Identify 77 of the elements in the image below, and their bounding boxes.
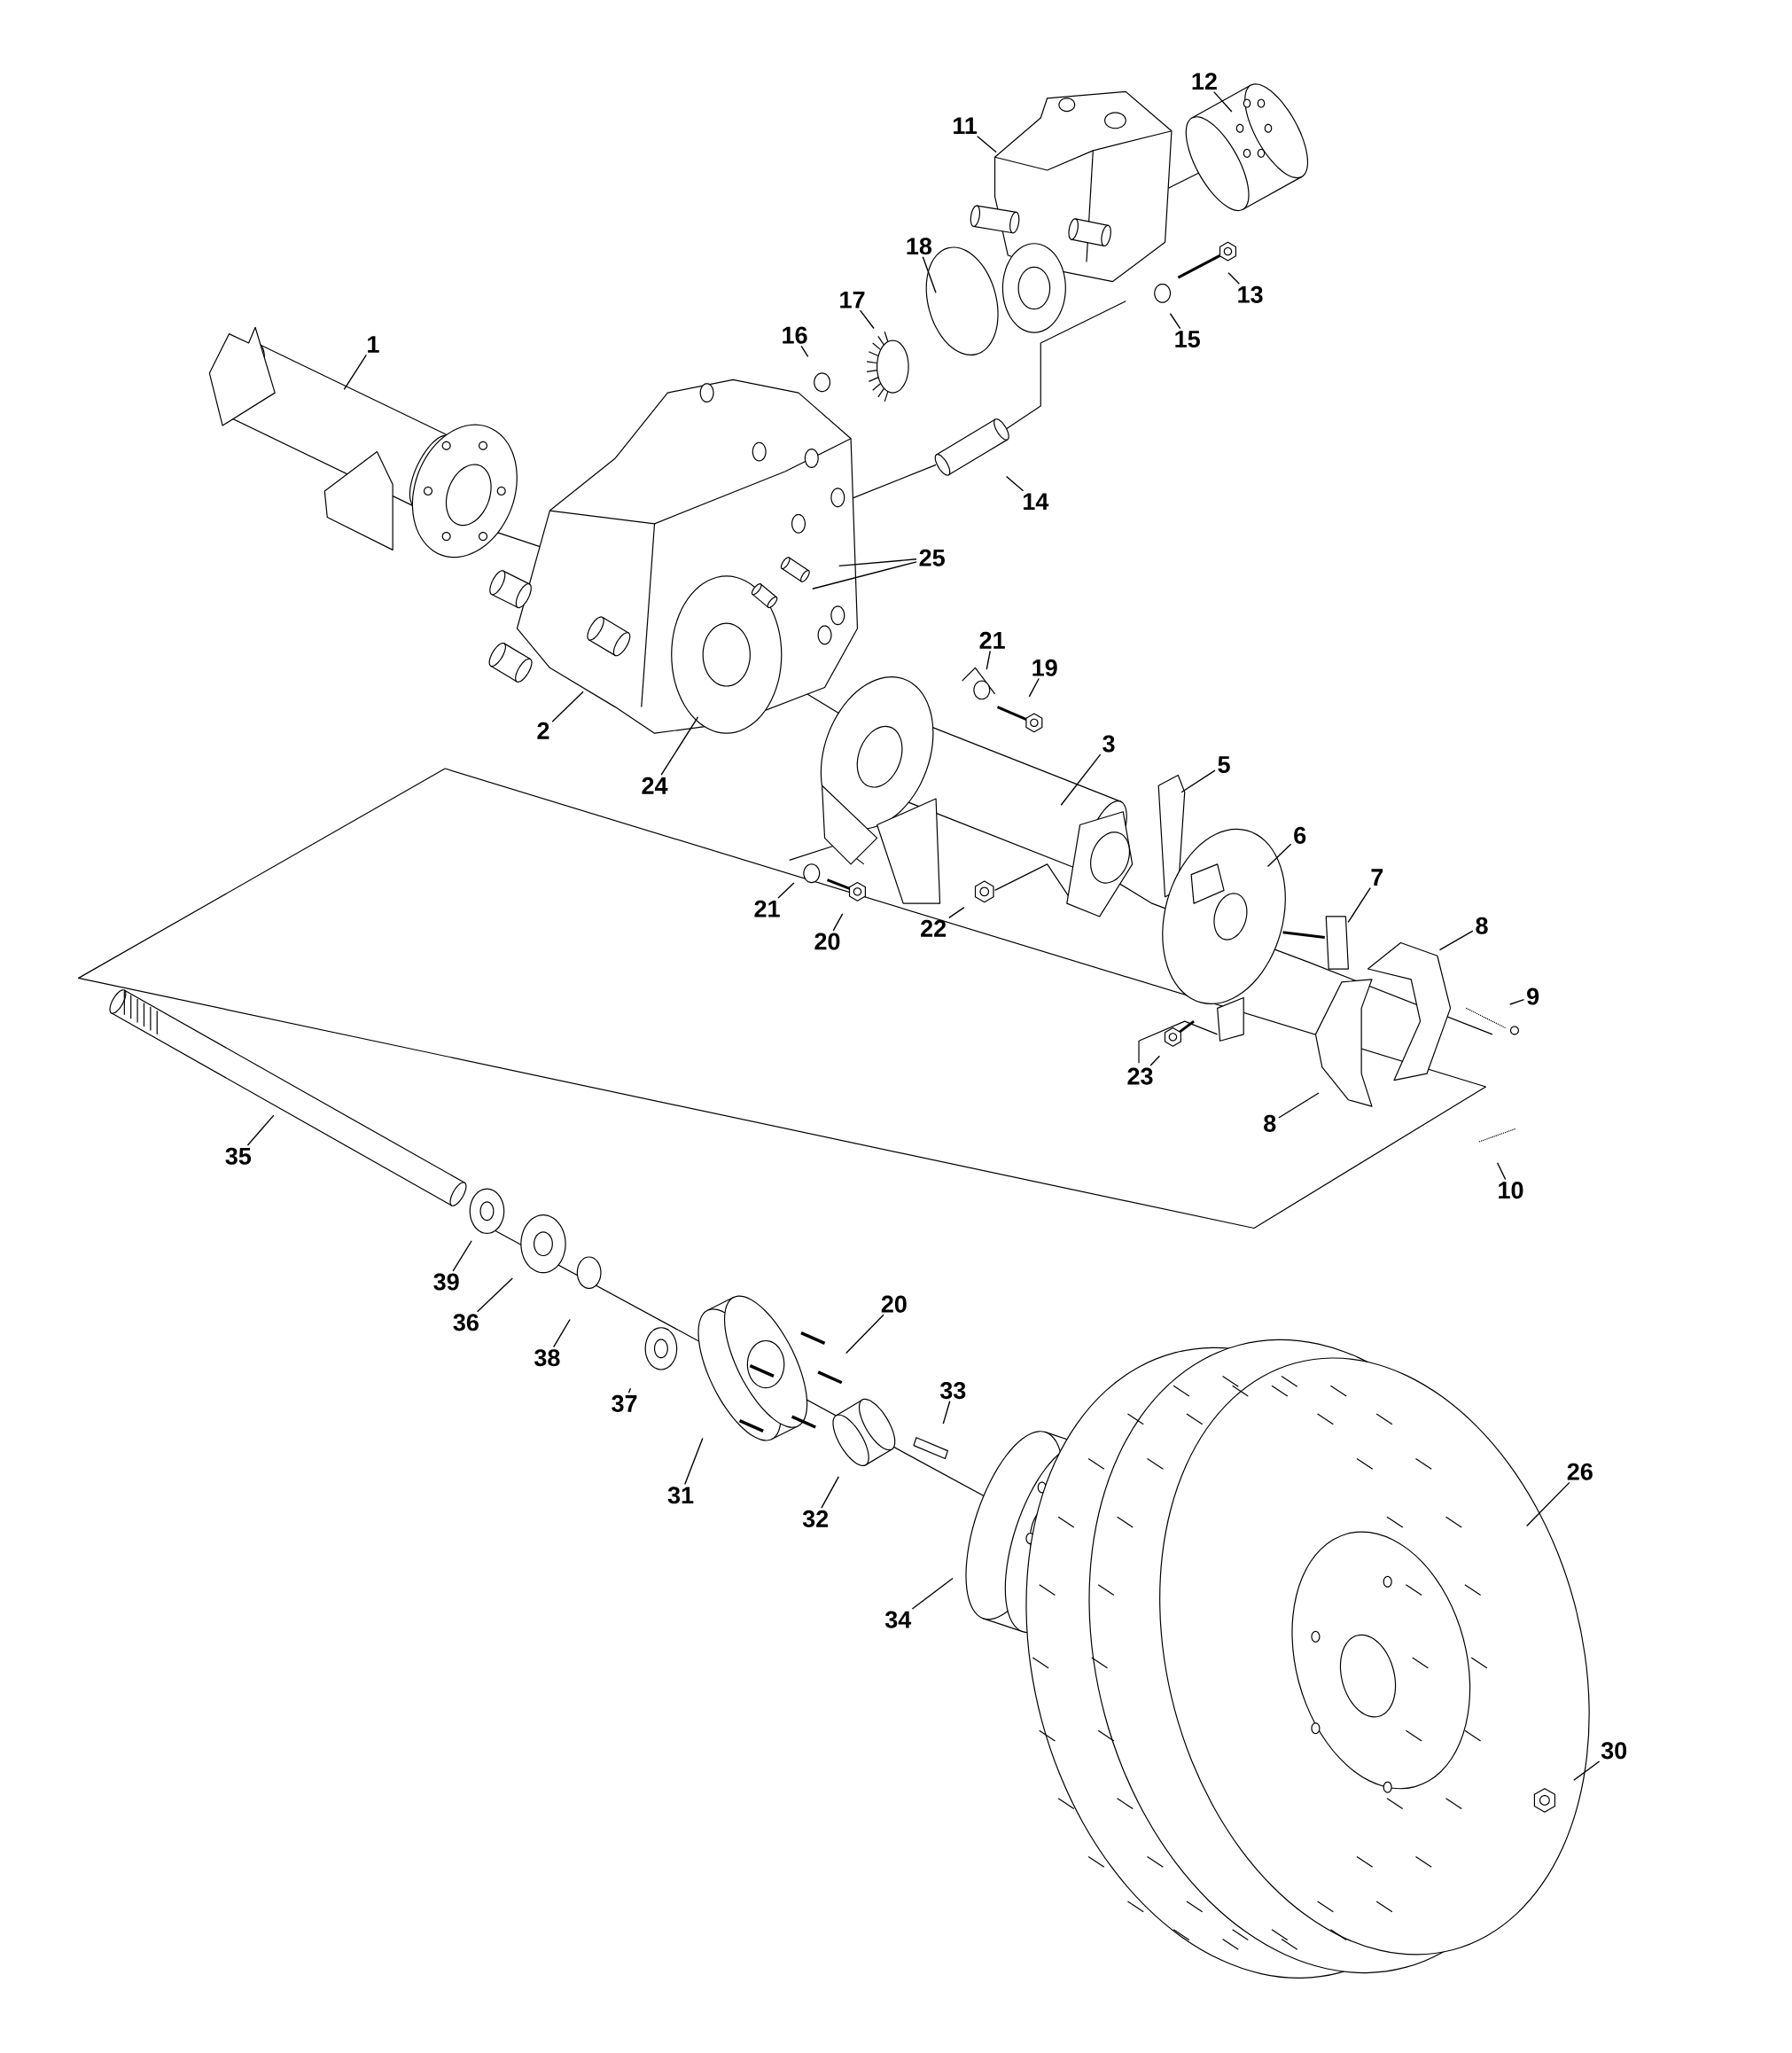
leader-line	[1525, 1481, 1570, 1527]
callout-number: 2	[537, 722, 549, 739]
leader-line	[832, 913, 844, 932]
leader-line	[452, 1240, 472, 1272]
callout-number: 20	[881, 1295, 907, 1313]
callout-number: 9	[1527, 987, 1539, 1005]
leader-line	[246, 1114, 275, 1146]
leader-line	[948, 906, 965, 918]
callout-number: 6	[1294, 826, 1306, 844]
callout-number: 35	[225, 1147, 252, 1165]
leader-line	[476, 1277, 513, 1313]
callout-number: 5	[1218, 756, 1230, 774]
leader-line	[1347, 886, 1371, 924]
leader-line	[821, 1476, 839, 1509]
leader-line	[1060, 753, 1102, 806]
callout-number: 24	[642, 777, 668, 794]
leader-line	[911, 1577, 954, 1610]
callout-number: 3	[1102, 735, 1115, 753]
leader-line	[777, 882, 795, 899]
callout-number: 16	[783, 326, 807, 344]
callout-number: 22	[921, 919, 947, 937]
leader-line	[660, 716, 699, 776]
leader-line	[859, 309, 875, 330]
leader-line	[551, 691, 584, 723]
callout-number: 26	[1567, 1463, 1593, 1480]
callout-number: 8	[1264, 1114, 1276, 1132]
callout-number: 25	[919, 549, 945, 566]
leader-line	[552, 1318, 571, 1348]
callout-number: 8	[1476, 917, 1488, 934]
callout-number: 21	[754, 900, 780, 917]
callout-number: 34	[884, 1611, 912, 1628]
callout-number: 39	[433, 1273, 459, 1291]
leader-line	[684, 1437, 704, 1486]
leader-line	[838, 558, 917, 567]
leader-line	[1509, 998, 1525, 1005]
leader-line	[1028, 677, 1040, 698]
callout-number: 11	[954, 117, 978, 135]
callout-number: 7	[1371, 869, 1383, 886]
leader-line	[922, 256, 937, 293]
callout-number: 14	[1024, 493, 1049, 510]
callout-number: 15	[1175, 331, 1200, 347]
leader-line	[1573, 1760, 1601, 1781]
leader-line	[800, 345, 809, 357]
callout-number: 32	[802, 1510, 829, 1527]
leader-line	[1005, 475, 1025, 492]
callout-number: 12	[1192, 73, 1217, 90]
callout-number: 19	[1032, 659, 1057, 676]
callout-number: 36	[453, 1314, 479, 1331]
leader-line	[942, 1401, 951, 1425]
leader-line	[1213, 90, 1233, 113]
callout-number: 30	[1601, 1742, 1627, 1760]
leader-line	[1169, 313, 1181, 330]
leader-line	[1149, 1055, 1161, 1066]
leader-line	[343, 354, 367, 390]
leader-line	[627, 1387, 632, 1393]
callout-number: 10	[1499, 1182, 1523, 1199]
callout-number: 23	[1127, 1067, 1153, 1085]
leader-line	[1278, 1092, 1320, 1119]
leader-line	[1266, 843, 1292, 868]
callout-number: 37	[612, 1394, 637, 1412]
leader-line	[1496, 1162, 1507, 1181]
leader-line	[977, 136, 997, 153]
callout-number: 21	[979, 631, 1005, 649]
callout-number: 13	[1238, 285, 1263, 303]
leader-line	[1180, 769, 1216, 793]
callout-number: 31	[667, 1487, 694, 1504]
callout-number: 38	[534, 1349, 560, 1367]
leader-line	[986, 650, 991, 670]
leader-line	[812, 561, 917, 589]
leader-line	[845, 1314, 884, 1354]
leader-line	[1227, 272, 1241, 285]
callout-number: 17	[840, 291, 865, 308]
callout-number: 18	[907, 238, 932, 255]
callout-number: 1	[368, 336, 379, 353]
leader-line	[1438, 930, 1474, 951]
callout-number: 33	[939, 1382, 966, 1400]
callout-number: 20	[814, 933, 840, 950]
